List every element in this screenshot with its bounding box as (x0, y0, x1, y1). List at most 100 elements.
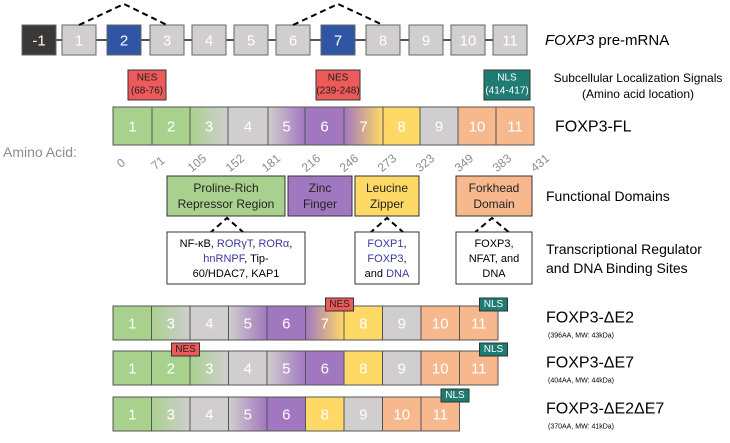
premrna-exon-box (233, 24, 269, 56)
isoform-exon-label: 10 (432, 361, 449, 378)
fl-exon-2: 2 (151, 106, 191, 146)
fl-exon-box (304, 106, 345, 146)
domain-box (166, 175, 286, 217)
premrna-exon-label: 8 (379, 33, 387, 50)
domain-box (455, 175, 533, 217)
amino-tick-71: 71 (148, 153, 167, 173)
domain-box (287, 175, 353, 217)
isoform-exon-label: 8 (359, 316, 367, 333)
fl-exon-box (151, 106, 191, 146)
premrna-exon-box (149, 24, 185, 56)
isoform-exon-label: 11 (471, 316, 487, 333)
isoform-exon-7: 7 (305, 305, 345, 341)
signal-nls-2: NLS(414-417) (483, 69, 531, 101)
fl-exon-label: 11 (507, 119, 523, 136)
isoform-tag-box (479, 342, 508, 357)
isoform-exon-box (459, 350, 499, 386)
isoform-exon-label: 3 (167, 316, 175, 333)
isoform-exon-label: 4 (205, 316, 213, 333)
isoform-exon-box (382, 350, 422, 386)
signal-box (483, 69, 531, 101)
domain-line2: Zipper (370, 197, 404, 211)
isoform-exon-label: 11 (471, 361, 487, 378)
isoform-exon-label: 1 (128, 407, 136, 424)
isoform-exon-label: 10 (393, 407, 410, 424)
fl-exon-label: 8 (397, 119, 405, 136)
premrna-exon-label: 11 (502, 33, 518, 50)
isoform-exon-label: 6 (282, 407, 290, 424)
signals-title-line1: Subcellular Localization Signals (554, 71, 723, 85)
regulator-term: 60/HDAC7, KAP1 (193, 268, 280, 280)
domain-line1: Zinc (309, 181, 332, 195)
domain-line2: Repressor Region (178, 197, 275, 211)
isoform-tag-box (171, 342, 200, 357)
regulator-term: DNA (386, 268, 410, 280)
isoform-exon-box (189, 305, 229, 341)
premrna-exon-label: 3 (163, 33, 171, 50)
isoform-exon-1: 1 (112, 396, 152, 432)
regulator-term: DNA (482, 268, 506, 280)
isoform-exon-box (305, 396, 345, 432)
fl-exon-5: 5 (267, 106, 306, 146)
regulator-line: and DNA (365, 268, 410, 280)
regulator-term: RORγT (217, 238, 254, 250)
amino-tick-431: 431 (528, 151, 553, 175)
isoform-exon-box (343, 305, 383, 341)
regulator-frame (455, 231, 533, 285)
isoform-tag-label: NLS (484, 344, 504, 355)
fl-exon-10: 10 (457, 106, 497, 146)
isoform-name: FOXP3-ΔE2 (546, 310, 634, 327)
premrna-exon-9: 9 (408, 24, 444, 56)
isoform-exon-box (228, 305, 268, 341)
isoform-exon-box (189, 396, 229, 432)
regulator-box-0: NF-κB, RORγT, RORα,hnRNPF, Tip-60/HDAC7,… (166, 231, 306, 285)
isoform-exon-label: 6 (321, 361, 329, 378)
premrna-exon-label: 7 (334, 33, 342, 50)
regulator-term: and (365, 268, 386, 280)
signal-nes-1: NES(239-248) (315, 69, 361, 101)
premrna-label-rest: pre-mRNA (594, 32, 669, 49)
isoform-exon-label: 9 (398, 316, 406, 333)
regulator-term: FOXP3 (367, 253, 403, 265)
regulator-line: FOXP3, (367, 253, 406, 265)
domain-line1: Leucine (366, 181, 408, 195)
isoform-tag-nes: NES (325, 297, 354, 312)
premrna-exon-10: 10 (450, 24, 486, 56)
isoform-exon-3: 3 (151, 305, 191, 341)
signal-name: NES (328, 73, 349, 84)
isoform-exon-4: 4 (189, 305, 229, 341)
regulator-term: , Tip- (244, 253, 269, 265)
regulator-term: , (404, 238, 407, 250)
premrna-exon-label: 5 (247, 33, 255, 50)
fl-exon-box (189, 106, 229, 146)
isoform-exon-1: 1 (112, 350, 152, 386)
regulator-term: FOXP3, (474, 238, 513, 250)
premrna-exon-label: 2 (120, 33, 128, 50)
amino-tick-0: 0 (114, 155, 128, 170)
regulator-frame (166, 231, 306, 285)
isoform-exon-9: 9 (382, 350, 422, 386)
isoform-exon-label: 1 (128, 361, 136, 378)
domain-line2: Finger (303, 197, 337, 211)
regulator-term: FOXP1 (367, 238, 403, 250)
isoform-exon-box (420, 396, 460, 432)
amino-acid-label: Amino Acid: (3, 144, 77, 160)
isoform-exon-label: 7 (321, 316, 329, 333)
isoform-exon-box (382, 305, 422, 341)
isoform-tag-label: NES (329, 299, 350, 310)
regulator-line: 60/HDAC7, KAP1 (193, 268, 280, 280)
premrna-exon-8: 8 (365, 24, 401, 56)
premrna-exon-5: 5 (233, 24, 269, 56)
signal-nes-0: NES(68-76) (127, 69, 167, 101)
signal-box (127, 69, 167, 101)
fl-exon-label: 4 (244, 119, 252, 136)
isoform-exon-4: 4 (228, 350, 268, 386)
isoform-tag-box (325, 297, 354, 312)
regulator-line: NF-κB, RORγT, RORα, (180, 238, 293, 250)
